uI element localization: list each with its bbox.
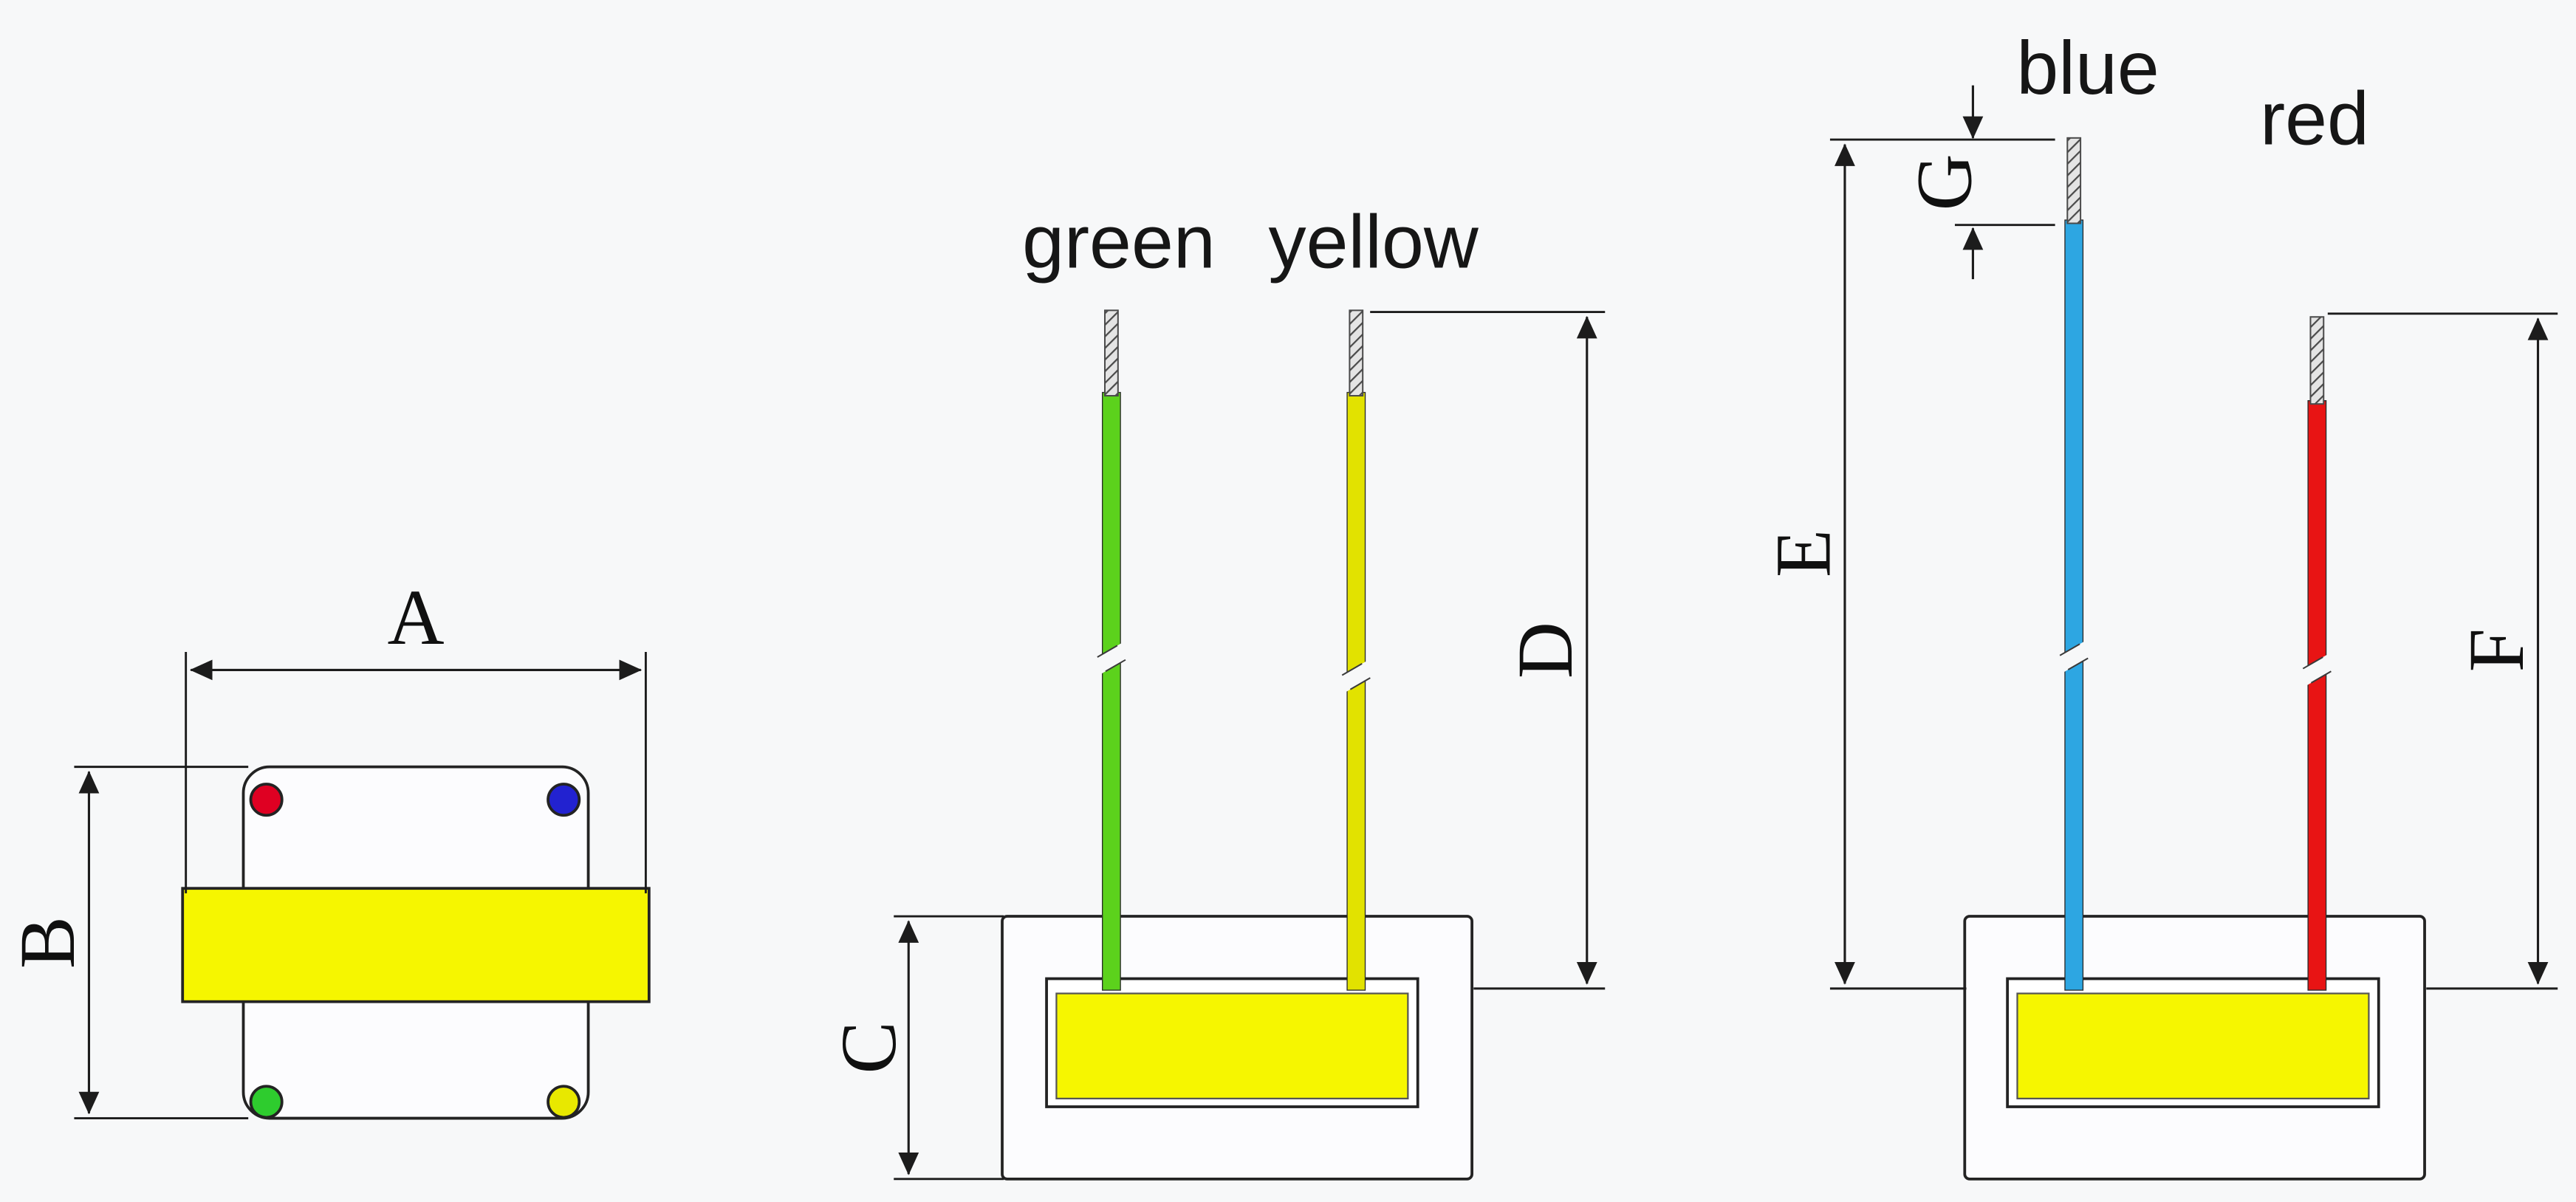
green-wire [1102,391,1121,991]
dimension-E: E [1760,138,2055,990]
blue-wire [2064,219,2084,991]
dimension-A: A [185,574,647,893]
red-wire-break [2289,649,2344,690]
side-view-blue-red: blue red E [1760,25,2558,1181]
blue-lead-label: blue [2016,25,2159,110]
terminal-dot-yellow [547,1085,581,1119]
top-view: A B [4,574,651,1120]
dim-b-label: B [4,916,92,969]
side-view-green-yellow: green yellow C [826,199,1606,1181]
dim-d-label: D [1502,622,1589,679]
dim-f-label: F [2453,628,2541,672]
right-coil-block [2016,992,2370,1099]
yellow-wire-break [1329,656,1383,697]
yellow-wire [1346,391,1366,991]
terminal-dot-red [249,783,284,817]
dimension-B: B [4,766,249,1120]
terminal-dot-blue [547,783,581,817]
mid-coil-block [1055,992,1409,1099]
green-wire-break [1084,638,1139,679]
dimension-F: F [2327,312,2558,990]
dim-a-label: A [387,574,444,662]
dim-g-label: G [1902,154,1989,210]
blue-wire-break [2046,636,2101,678]
red-wire-bare-tip [2309,316,2325,405]
dimension-C: C [826,915,1004,1181]
yellow-lead-label: yellow [1269,199,1479,284]
dimension-G: G [1902,85,2055,280]
green-wire-bare-tip [1104,309,1119,396]
dim-c-label: C [826,1021,913,1074]
red-wire [2307,399,2327,991]
blue-wire-bare-tip [2066,137,2082,224]
dimension-D: D [1370,311,1606,990]
red-lead-label: red [2260,76,2369,161]
terminal-dot-green [249,1085,284,1119]
green-lead-label: green [1022,199,1216,284]
yellow-wire-bare-tip [1349,309,1364,396]
dim-e-label: E [1760,529,1847,577]
coil-band [181,887,651,1003]
